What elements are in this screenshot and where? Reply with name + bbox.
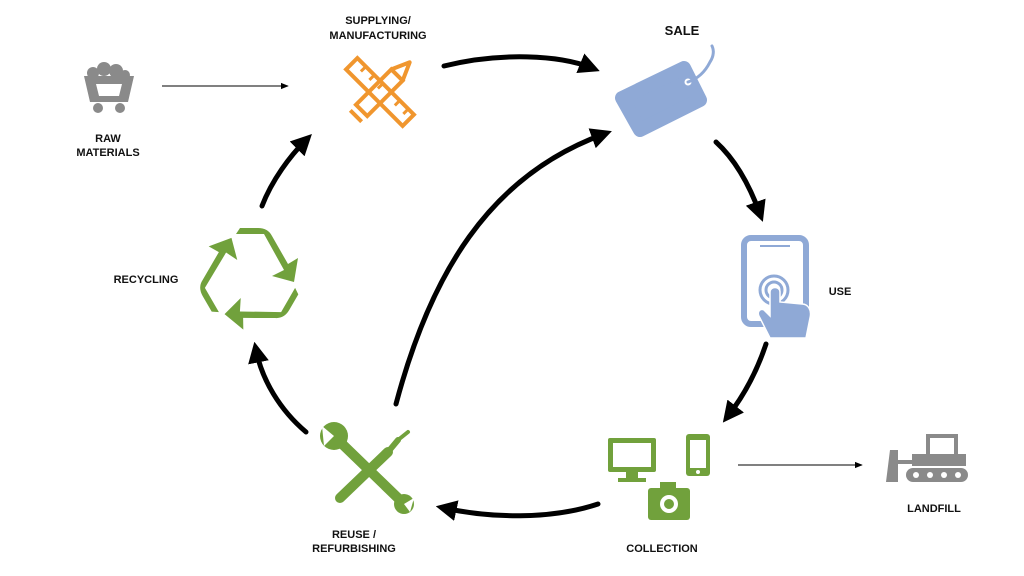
label-raw-materials-1: RAW [95, 133, 121, 145]
label-raw-materials-2: MATERIALS [76, 147, 139, 159]
wrench-screwdriver-icon [320, 422, 414, 514]
mine-cart-icon [84, 62, 134, 113]
electronics-icon [608, 434, 710, 520]
arrow-recycling-to-supplying [259, 134, 312, 209]
label-reuse-2: REFURBISHING [312, 543, 396, 555]
tablet-touch-icon [741, 235, 812, 339]
arrow-sale-to-use [713, 139, 766, 222]
recycle-icon [182, 228, 301, 345]
label-collection: COLLECTION [626, 543, 698, 555]
arrow-supplying-to-sale [441, 53, 600, 73]
arrow-use-to-collection [722, 341, 769, 423]
label-supplying-2: MANUFACTURING [329, 30, 426, 42]
label-supplying-1: SUPPLYING/ [345, 15, 411, 27]
price-tag-icon [615, 44, 715, 137]
bulldozer-icon [886, 434, 968, 482]
label-reuse-1: REUSE / [332, 529, 376, 541]
label-sale: SALE [665, 23, 700, 38]
arrow-reuse-to-recycling [248, 341, 309, 435]
label-recycling: RECYCLING [114, 274, 179, 286]
arrow-reuse-to-sale [393, 128, 612, 407]
ruler-pencil-icon [343, 55, 417, 129]
label-landfill: LANDFILL [907, 503, 961, 515]
arrow-collection-to-reuse [435, 500, 601, 521]
label-use: USE [829, 286, 852, 298]
